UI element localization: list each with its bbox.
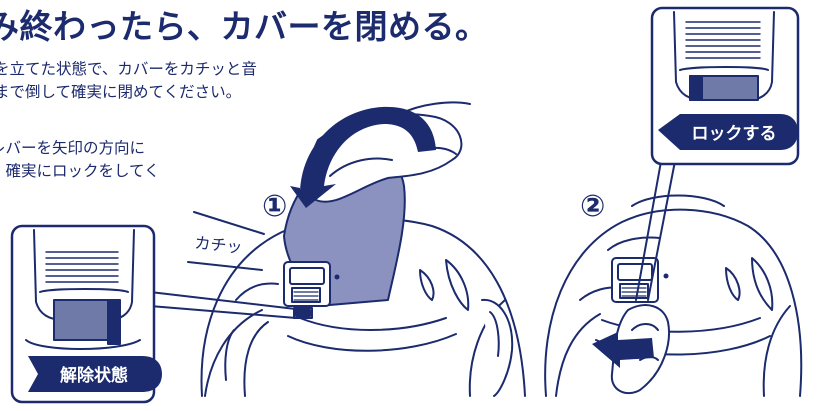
bottle-body-2 [544,194,803,397]
page-title: み終わったら、カバーを閉める。 [0,7,489,46]
curved-arrow-1 [290,106,436,208]
instruction-line: 、確実にロックをしてく [0,162,160,180]
step-number-1: ① [262,189,287,224]
click-lines [187,211,265,271]
unlocked-label: 解除状態 [60,365,128,386]
instruction-line: まで倒して確実に閉めてください。 [0,83,242,101]
step-number-2: ② [580,189,605,224]
instruction-paragraph-2: レバーを矢印の方向に 、確実にロックをしてく 。 [0,137,160,206]
lock-label: ロックする [692,124,777,144]
indicator-dot [334,274,340,280]
lock-lever-1 [283,261,331,319]
instruction-line: 。 [0,185,6,203]
indicator-dot [663,273,669,279]
instruction-line: レバーを矢印の方向に [0,139,146,157]
callout-lines-2 [635,155,677,301]
bottle-body-1 [200,217,526,397]
instruction-line: を立てた状態で、カバーをカチッと音 [0,60,257,78]
click-sound-label: カチッ [194,233,244,257]
unlocked-badge: 解除状態 [28,356,162,392]
instruction-paragraph-1: を立てた状態で、カバーをカチッと音 まで倒して確実に閉めてください。 [0,58,257,104]
lock-lever-2 [611,257,659,303]
lock-badge: ロックする [658,114,798,150]
push-arrow-2 [592,332,654,368]
callout-lines-1 [149,291,305,319]
